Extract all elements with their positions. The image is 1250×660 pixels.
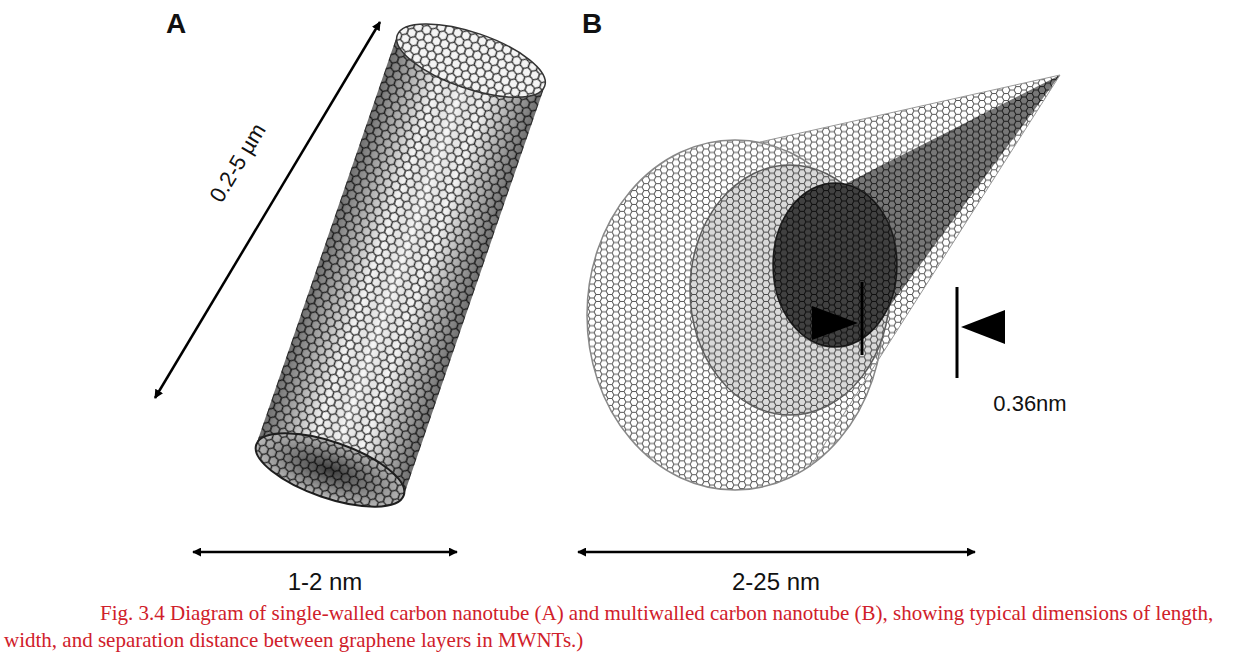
panel-letter: B — [582, 8, 602, 40]
dimension-label: 2-25 nm — [732, 568, 820, 596]
width-arrow — [193, 551, 457, 554]
width-arrow — [578, 551, 975, 554]
dimension-label: 1-2 nm — [288, 568, 363, 596]
dimension-label: 0.36nm — [993, 391, 1066, 417]
panel-letter: A — [166, 8, 186, 40]
dimension-label: 0.2-5 µm — [204, 119, 271, 207]
swnt-tube — [247, 9, 554, 522]
spacing-marker — [812, 282, 1005, 378]
mwnt-tube — [587, 75, 1060, 490]
length-arrow — [155, 22, 380, 398]
figure-caption: Fig. 3.4 Diagram of single-walled carbon… — [4, 600, 1246, 654]
